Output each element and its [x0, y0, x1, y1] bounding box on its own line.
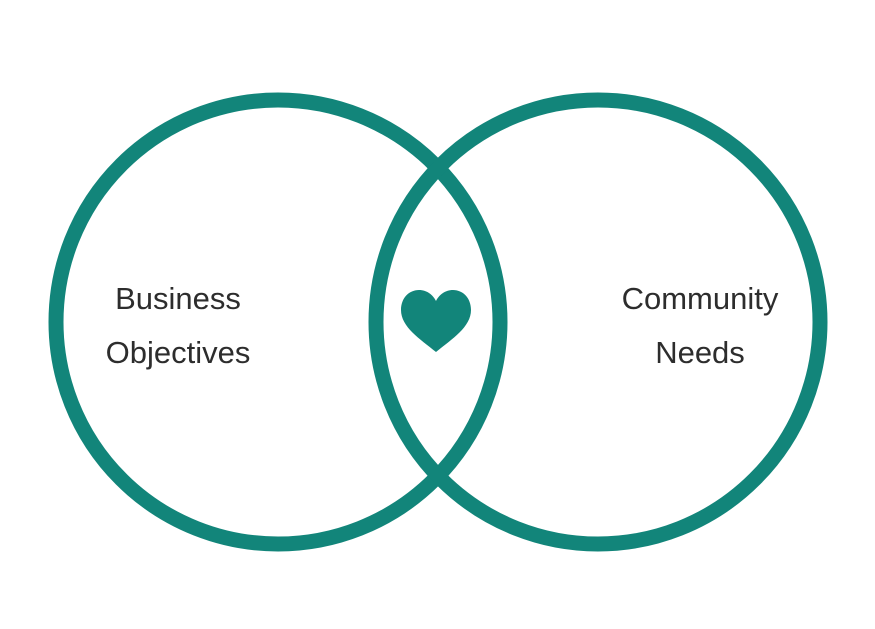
community-needs-line1: Community: [621, 281, 779, 316]
business-objectives-label: Business Objectives: [88, 272, 268, 380]
left-circle: [48, 92, 508, 552]
business-objectives-line2: Objectives: [105, 335, 251, 370]
right-circle: [368, 92, 828, 552]
community-needs-line2: Needs: [655, 335, 745, 370]
heart-icon: [401, 290, 471, 352]
business-objectives-line1: Business: [115, 281, 241, 316]
community-needs-label: Community Needs: [598, 272, 802, 380]
